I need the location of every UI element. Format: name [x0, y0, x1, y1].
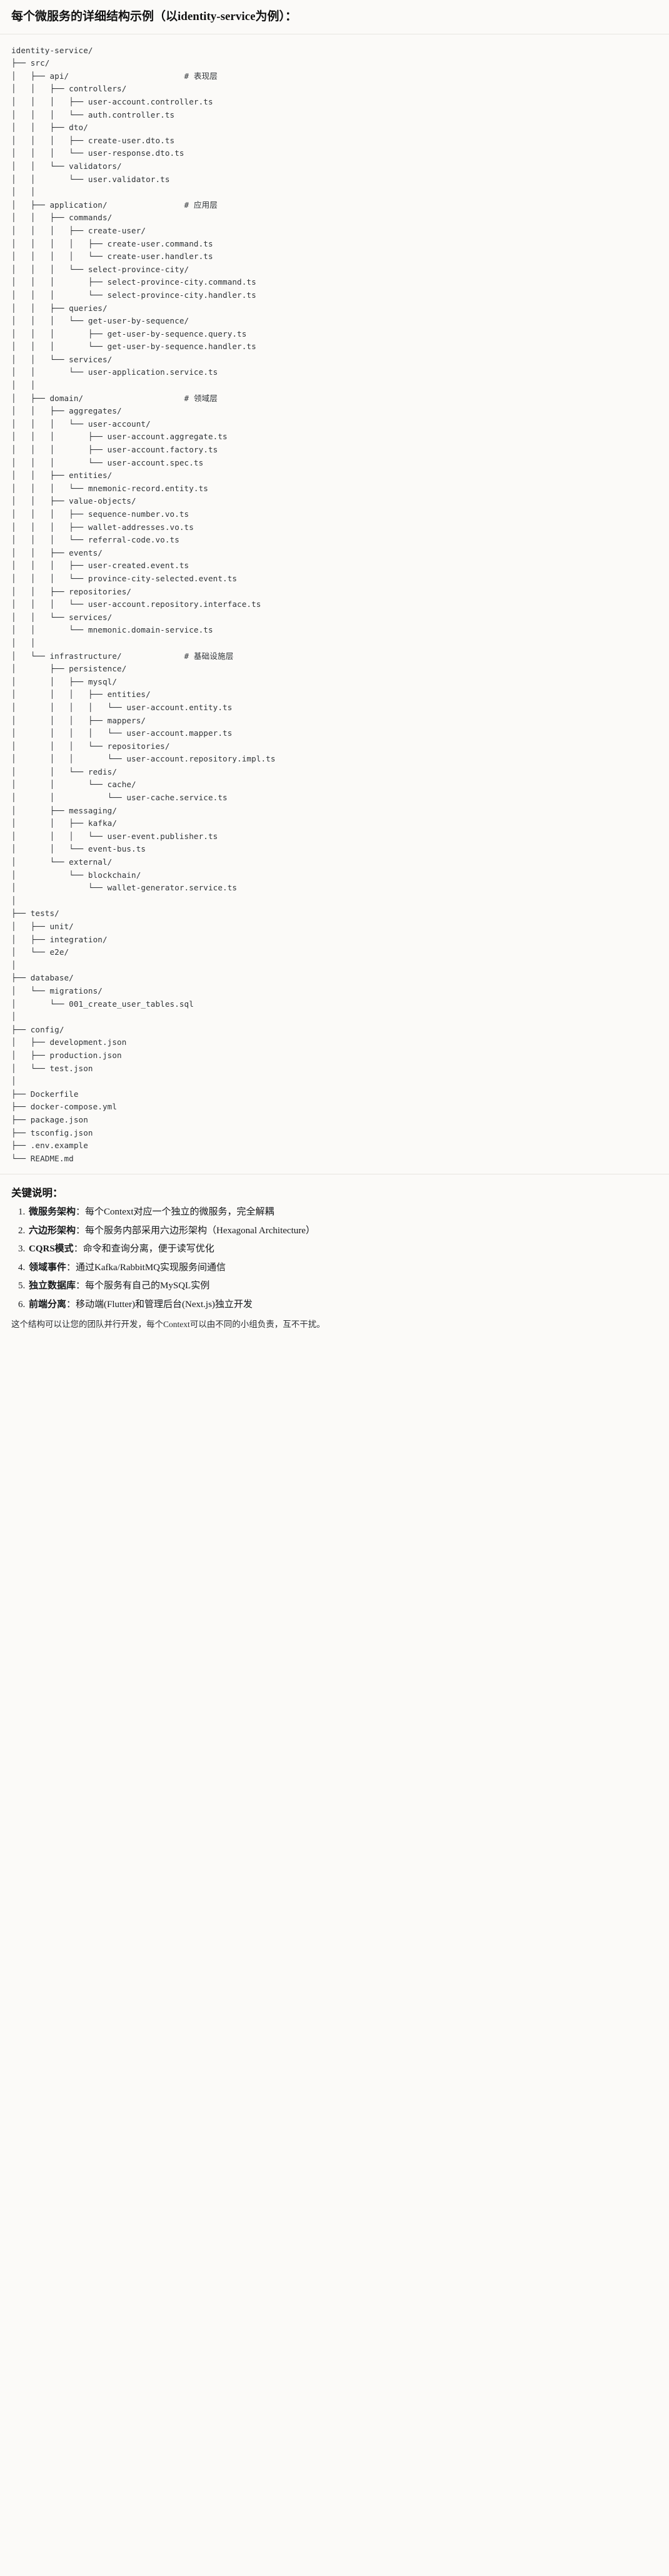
note-term: 微服务架构 — [29, 1207, 76, 1218]
key-notes-section: 关键说明： 微服务架构：每个Context对应一个独立的微服务，完全解耦 六边形… — [0, 1174, 669, 1342]
note-description: 每个Context对应一个独立的微服务，完全解耦 — [85, 1207, 274, 1218]
note-term: 领域事件 — [29, 1262, 67, 1273]
key-notes-heading: 关键说明： — [11, 1187, 63, 1199]
list-item: 领域事件：通过Kafka/RabbitMQ实现服务间通信 — [28, 1263, 658, 1273]
list-item: 微服务架构：每个Context对应一个独立的微服务，完全解耦 — [28, 1207, 658, 1218]
page-root: 每个微服务的详细结构示例（以identity-service为例）： ident… — [0, 0, 669, 1343]
note-description: 命令和查询分离，便于读写优化 — [83, 1244, 214, 1255]
note-separator: ： — [76, 1207, 86, 1218]
note-description: 每个服务内部采用六边形架构（Hexagonal Architecture） — [85, 1225, 315, 1236]
note-separator: ： — [76, 1281, 86, 1291]
directory-tree-block: identity-service/ ├── src/ │ ├── api/ # … — [0, 34, 669, 1174]
note-description: 每个服务有自己的MySQL实例 — [85, 1281, 210, 1291]
list-item: 独立数据库：每个服务有自己的MySQL实例 — [28, 1281, 658, 1291]
note-term: 独立数据库 — [29, 1281, 76, 1291]
list-item: 六边形架构：每个服务内部采用六边形架构（Hexagonal Architectu… — [28, 1226, 658, 1236]
note-separator: ： — [73, 1244, 83, 1255]
note-description: 通过Kafka/RabbitMQ实现服务间通信 — [76, 1262, 226, 1273]
note-term: 前端分离 — [29, 1299, 67, 1310]
closing-paragraph: 这个结构可以让您的团队并行开发，每个Context可以由不同的小组负责，互不干扰… — [11, 1320, 325, 1330]
list-item: 前端分离：移动端(Flutter)和管理后台(Next.js)独立开发 — [28, 1300, 658, 1310]
note-term: 六边形架构 — [29, 1225, 76, 1236]
note-term: CQRS模式 — [29, 1244, 74, 1255]
directory-tree: identity-service/ ├── src/ │ ├── api/ # … — [11, 45, 276, 1163]
note-separator: ： — [66, 1262, 76, 1273]
page-title: 每个微服务的详细结构示例（以identity-service为例）： — [11, 10, 298, 23]
key-notes-list: 微服务架构：每个Context对应一个独立的微服务，完全解耦 六边形架构：每个服… — [11, 1207, 658, 1310]
note-separator: ： — [76, 1225, 86, 1236]
note-separator: ： — [66, 1299, 76, 1310]
list-item: CQRS模式：命令和查询分离，便于读写优化 — [28, 1244, 658, 1255]
note-description: 移动端(Flutter)和管理后台(Next.js)独立开发 — [76, 1299, 253, 1310]
